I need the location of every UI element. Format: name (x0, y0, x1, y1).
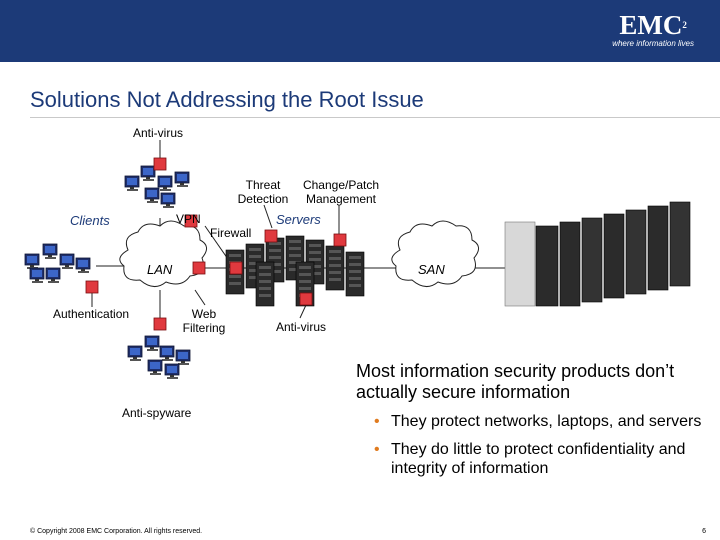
emc-logo: EMC2 where information lives (612, 12, 694, 49)
copyright-text: © Copyright 2008 EMC Corporation. All ri… (30, 528, 203, 535)
top-client-cluster (124, 165, 190, 209)
san-cloud (391, 220, 479, 287)
label-vpn: VPN (176, 212, 201, 226)
left-client-cluster (24, 243, 91, 284)
label-threat-detection: Threat Detection (237, 178, 289, 206)
label-anti-virus-top: Anti-virus (132, 126, 183, 140)
bullet-list: They protect networks, laptops, and serv… (372, 412, 702, 487)
label-anti-virus-servers: Anti-virus (276, 320, 327, 334)
bullet-item: They do little to protect confidentialit… (372, 440, 702, 478)
headline-text: Most information security products don’t… (356, 361, 675, 402)
slide-title: Solutions Not Addressing the Root Issue (30, 87, 424, 112)
label-san: SAN (418, 262, 445, 277)
label-web-filtering: Web Filtering (182, 307, 226, 335)
bullet-item: They protect networks, laptops, and serv… (372, 412, 702, 431)
label-lan: LAN (147, 262, 173, 277)
header-banner: EMC2 where information lives (0, 0, 720, 62)
logo-text: EMC (619, 10, 683, 40)
label-clients: Clients (70, 213, 110, 228)
lan-cloud (119, 220, 207, 287)
bottom-client-cluster (127, 335, 191, 380)
label-change-patch-management: Change/Patch Management (302, 178, 380, 206)
san-storage-array (504, 201, 691, 307)
label-anti-spyware: Anti-spyware (122, 406, 192, 420)
title-divider (30, 117, 720, 118)
page-number: 6 (702, 528, 706, 535)
logo-tagline: where information lives (612, 39, 694, 48)
label-servers: Servers (276, 212, 321, 227)
label-firewall: Firewall (210, 226, 252, 240)
label-authentication: Authentication (53, 307, 130, 321)
server-racks (225, 235, 365, 307)
logo-sup: 2 (682, 20, 687, 30)
